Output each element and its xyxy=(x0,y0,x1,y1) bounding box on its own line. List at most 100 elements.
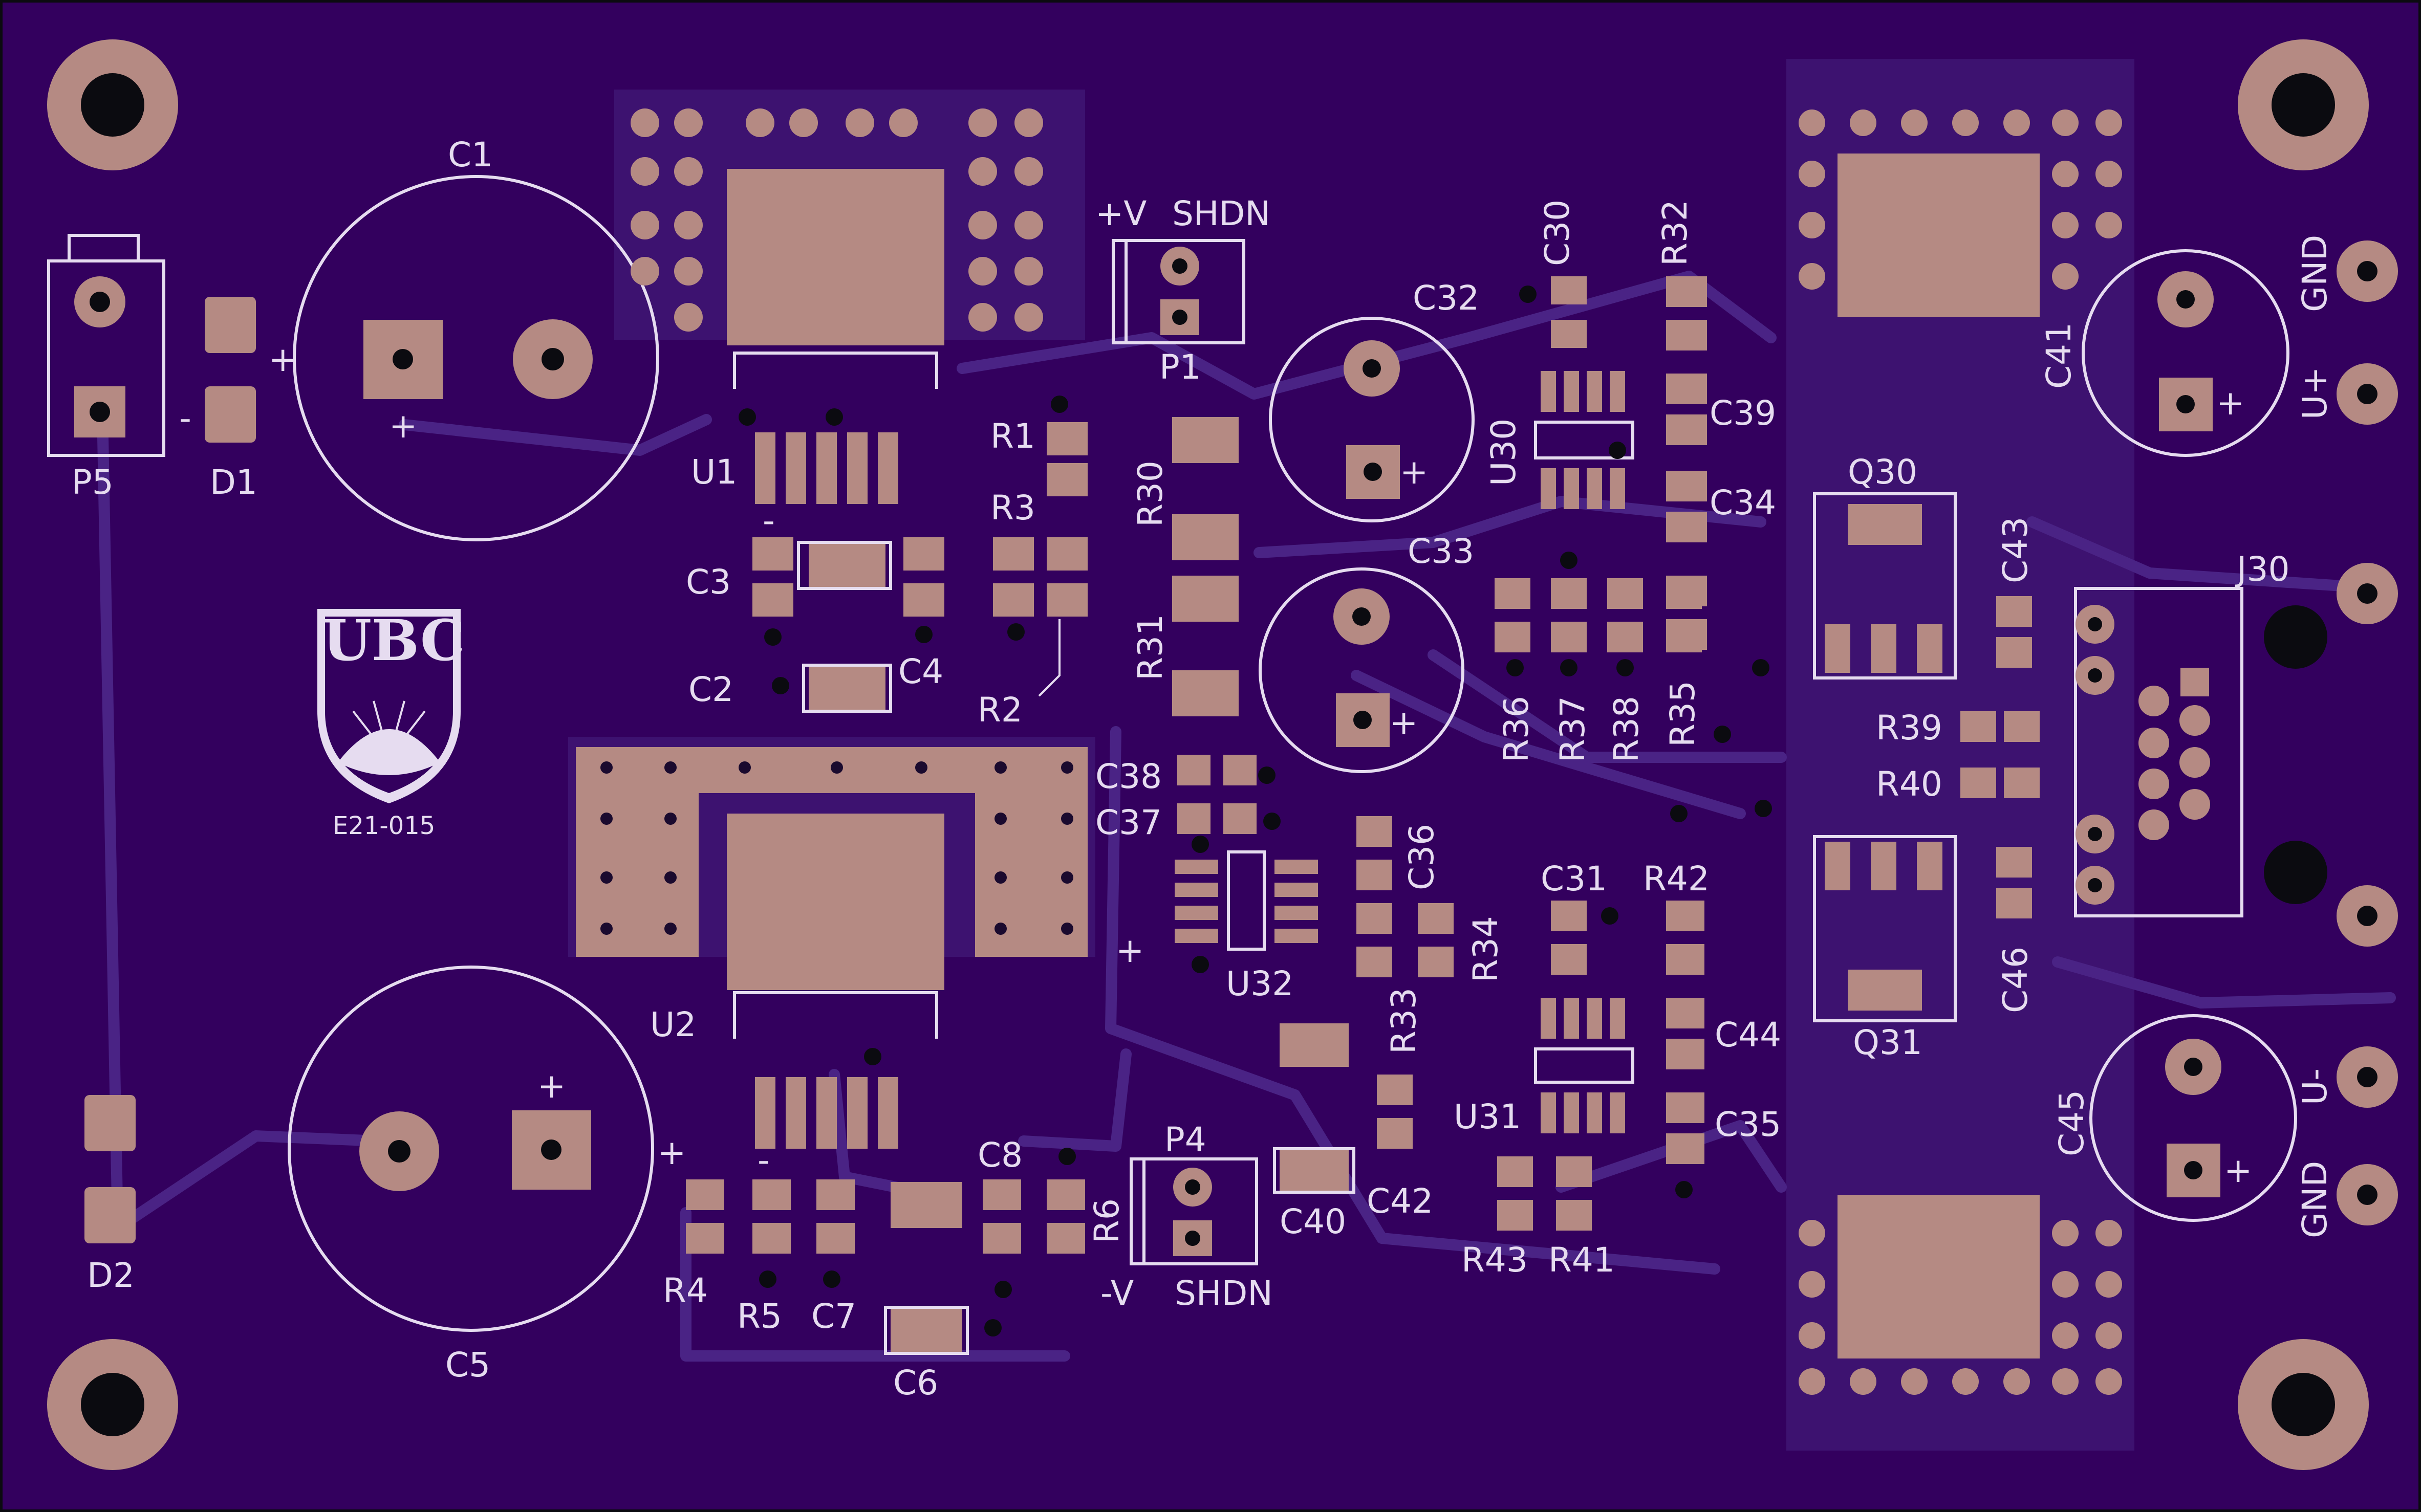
label-shdn-top: SHDN xyxy=(1172,194,1270,233)
label-vplus: +V xyxy=(1095,194,1147,233)
passives-q30: C43 R39 R40 xyxy=(1876,517,2040,804)
label-c37: C37 xyxy=(1095,803,1162,842)
label-c3: C3 xyxy=(686,562,731,602)
label-c45: C45 xyxy=(2052,1090,2091,1156)
label-c42: C42 xyxy=(1367,1181,1433,1221)
svg-text:+: + xyxy=(2224,1151,2252,1190)
svg-text:+: + xyxy=(2216,383,2244,423)
label-j30: J30 xyxy=(2235,550,2289,589)
label-r34: R34 xyxy=(1466,916,1505,982)
label-c6: C6 xyxy=(893,1363,938,1403)
label-d2: D2 xyxy=(87,1256,135,1295)
label-c30: C30 xyxy=(1538,200,1577,266)
label-r3: R3 xyxy=(990,488,1035,528)
label-shdn-bottom: SHDN xyxy=(1175,1274,1273,1313)
capacitor-c45: + C45 xyxy=(2052,1014,2297,1222)
label-c44: C44 xyxy=(1715,1015,1781,1055)
label-r35: R35 xyxy=(1663,681,1702,747)
heatsink-pads xyxy=(1799,109,2122,1395)
label-r43: R43 xyxy=(1461,1240,1528,1280)
svg-text:+: + xyxy=(1400,452,1428,492)
diode-d2: D2 xyxy=(84,1095,136,1295)
label-gnd-bottom: GND xyxy=(2295,1161,2334,1238)
label-r31: R31 xyxy=(1131,614,1170,681)
label-c33: C33 xyxy=(1408,532,1474,571)
regulator-u1: U1 xyxy=(631,108,1043,504)
label-u1: U1 xyxy=(691,452,737,492)
ubc-logo: UBC E21-015 xyxy=(317,607,465,840)
label-c41: C41 xyxy=(2039,322,2079,389)
ic-u31: C31 R42 C44 U31 C35 R43 R41 xyxy=(1454,859,1781,1280)
label-r2: R2 xyxy=(978,690,1023,730)
svg-text:+: + xyxy=(658,1133,686,1172)
vias xyxy=(739,286,1772,1336)
label-d1: D1 xyxy=(210,463,257,502)
label-c31: C31 xyxy=(1541,859,1607,899)
label-c36: C36 xyxy=(1402,824,1441,890)
label-p1: P1 xyxy=(1159,347,1201,387)
label-c4: C4 xyxy=(898,652,943,691)
label-c1: C1 xyxy=(448,135,493,174)
label-c5: C5 xyxy=(445,1345,490,1385)
label-c43: C43 xyxy=(1996,517,2035,583)
label-r4: R4 xyxy=(663,1271,708,1310)
capacitor-c1: + C1 xyxy=(293,135,659,541)
ic-u30: C30 R32 C39 C34 U30 xyxy=(1484,200,1776,650)
label-r37: R37 xyxy=(1553,696,1592,762)
connector-j30: J30 xyxy=(2074,550,2398,947)
label-u31: U31 xyxy=(1454,1097,1521,1136)
resistors-r30-r31: R30 R31 xyxy=(1131,417,1239,716)
label-u2: U2 xyxy=(650,1005,696,1044)
label-r41: R41 xyxy=(1548,1240,1615,1280)
mounting-holes xyxy=(47,39,2369,1470)
label-r33: R33 xyxy=(1384,988,1423,1054)
passives-u1: C3 C2 C4 R1 R3 R2 - xyxy=(686,417,1088,730)
logo-code: E21-015 xyxy=(333,812,435,840)
svg-text:-: - xyxy=(758,1141,770,1180)
label-c35: C35 xyxy=(1715,1105,1781,1144)
label-u-minus: U- xyxy=(2295,1068,2334,1105)
transistor-q31: C46 Q31 xyxy=(1813,835,2035,1062)
label-r32: R32 xyxy=(1655,200,1695,266)
resistors-r35-r38: R36 R37 R38 R35 xyxy=(1495,578,1702,762)
label-c40: C40 xyxy=(1280,1202,1346,1241)
label-r42: R42 xyxy=(1643,859,1710,899)
label-u-plus: U+ xyxy=(2295,366,2334,420)
label-c46: C46 xyxy=(1996,947,2035,1013)
label-r36: R36 xyxy=(1497,696,1536,762)
label-r6: R6 xyxy=(1087,1198,1127,1243)
terminal-gnd-top: GND xyxy=(2295,235,2398,312)
label-c39: C39 xyxy=(1710,393,1776,433)
label-p4: P4 xyxy=(1164,1120,1206,1159)
label-c34: C34 xyxy=(1710,483,1776,522)
label-c7: C7 xyxy=(811,1297,856,1336)
svg-text:+: + xyxy=(389,406,417,446)
label-gnd-top: GND xyxy=(2295,235,2334,312)
label-vminus: -V xyxy=(1100,1274,1134,1313)
label-c2: C2 xyxy=(688,670,733,709)
label-u30: U30 xyxy=(1484,419,1523,486)
logo-text: UBC xyxy=(322,607,465,673)
svg-text:+: + xyxy=(1390,703,1418,742)
label-r38: R38 xyxy=(1607,696,1646,762)
ic-u32: C38 C37 C36 U32 R34 R33 C40 C42 xyxy=(1095,755,1505,1241)
terminal-u-plus: U+ xyxy=(2295,363,2398,425)
terminal-u-minus: U- xyxy=(2295,1046,2398,1108)
passives-u2: R4 R5 C7 C8 C6 R6 - xyxy=(663,1135,1127,1403)
regulator-u2: U2 + xyxy=(576,747,1144,1149)
transistor-q30: Q30 xyxy=(1813,452,1957,680)
label-r5: R5 xyxy=(737,1297,782,1336)
label-r1: R1 xyxy=(990,417,1035,456)
terminal-gnd-bottom: GND xyxy=(2295,1161,2398,1238)
capacitor-c33: + C33 xyxy=(1259,532,1474,773)
label-r40: R40 xyxy=(1876,764,1942,804)
header-p1: +V SHDN P1 xyxy=(1095,194,1270,387)
label-u32: U32 xyxy=(1226,964,1293,1003)
label-c38: C38 xyxy=(1095,757,1162,796)
label-q30: Q30 xyxy=(1848,452,1917,492)
label-c32: C32 xyxy=(1413,278,1479,318)
label-c8: C8 xyxy=(978,1135,1023,1175)
connector-p5: P5 xyxy=(47,234,165,502)
svg-text:+: + xyxy=(537,1066,566,1106)
